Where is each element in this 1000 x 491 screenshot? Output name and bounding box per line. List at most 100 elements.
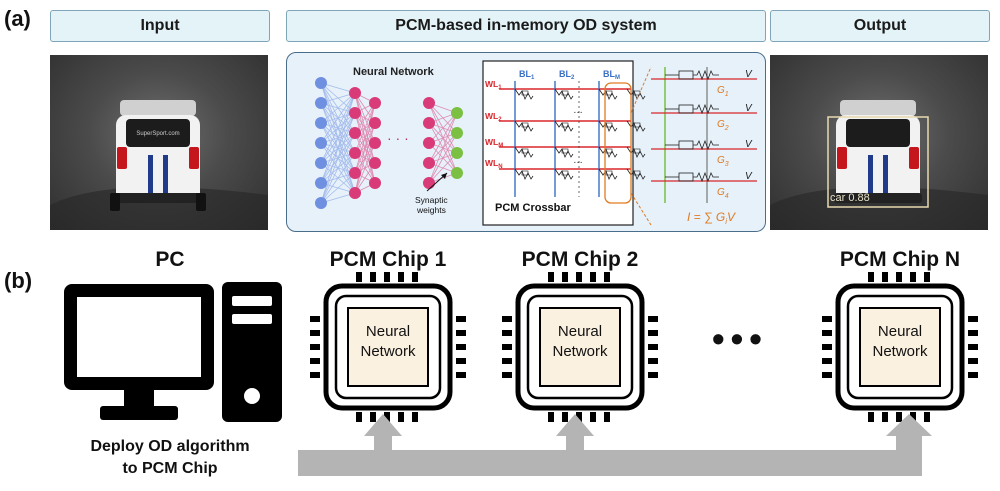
chip-1-text: Neural Network (348, 322, 428, 362)
chip-pin (648, 330, 658, 336)
chip-pin (648, 372, 658, 378)
pcm-cell (598, 146, 618, 158)
detection-bounding-box (827, 116, 929, 208)
conductance-label: G2 (717, 119, 729, 132)
nn-title: Neural Network (353, 66, 435, 78)
conductance-label: G3 (717, 155, 729, 168)
chip-pin (356, 412, 362, 422)
pcm-cell (514, 146, 534, 158)
chip-pin (822, 358, 832, 364)
chip-pin (502, 344, 512, 350)
wordline-label-n: WLN (485, 158, 503, 170)
voltage-label: V (745, 139, 753, 150)
chip-pin (576, 412, 582, 422)
neuron-node (423, 137, 435, 149)
chip-pin (502, 372, 512, 378)
nn-edge (428, 132, 458, 184)
input-header: Input (50, 10, 270, 42)
nn-edge (320, 92, 356, 144)
neuron-node (423, 97, 435, 109)
chip-pin (822, 316, 832, 322)
car-icon: SuperSport.com (110, 100, 206, 211)
wordline-label-1: WL1 (485, 79, 502, 91)
chip-pin (356, 272, 362, 282)
chip-pin (648, 358, 658, 364)
conductance-label: G4 (717, 187, 729, 200)
chip-n-text: Neural Network (860, 322, 940, 362)
neuron-node (315, 177, 327, 189)
zoom-resistor (693, 103, 719, 115)
output-image: car 0.88 (770, 55, 988, 230)
chip-pin (648, 316, 658, 322)
chip-pin (398, 272, 404, 282)
neuron-node (423, 117, 435, 129)
bitline-label-1: BL1 (519, 69, 535, 81)
synaptic-label-2: weights (416, 205, 446, 215)
chip-pin (924, 272, 930, 282)
panel-b-label: (b) (4, 268, 33, 293)
chip-pin (590, 272, 596, 282)
svg-text:· · ·: · · · (387, 130, 409, 146)
neuron-node (315, 117, 327, 129)
pcm-cell (598, 168, 618, 180)
nn-edge (320, 92, 356, 164)
chip-pin (502, 358, 512, 364)
pcm-cell (598, 88, 618, 100)
chip-2-title: PCM Chip 2 (521, 248, 639, 271)
pcm-cell (514, 88, 534, 100)
current-formula: I = ∑ GiV (687, 210, 736, 226)
deploy-caption-line2: to PCM Chip (122, 460, 218, 477)
chip-pin (548, 412, 554, 422)
neuron-node (315, 137, 327, 149)
chip-pin (562, 272, 568, 282)
pc-computer-icon (64, 282, 282, 422)
neuron-node (349, 167, 361, 179)
chip-pin (412, 412, 418, 422)
chip-pin (604, 412, 610, 422)
chip-pin (384, 272, 390, 282)
chip-pin (924, 412, 930, 422)
chip-pin (456, 316, 466, 322)
chip-pin (868, 412, 874, 422)
nn-edge (354, 142, 376, 194)
pcm-cell (554, 168, 574, 180)
neuron-node (369, 97, 381, 109)
chip-1-line1: Neural (365, 323, 411, 340)
chip-pin (968, 316, 978, 322)
nn-edge (320, 132, 356, 204)
neuron-node (349, 87, 361, 99)
pcm-cell (514, 120, 534, 132)
conductance-label: G1 (717, 85, 729, 98)
neuron-node (315, 157, 327, 169)
chip-2: Neural Network (496, 272, 664, 422)
deploy-caption-line1: Deploy OD algorithm (90, 438, 250, 455)
neuron-node (451, 127, 463, 139)
zoom-resistor (693, 69, 719, 81)
chip-pin (868, 272, 874, 282)
neuron-node (369, 117, 381, 129)
synaptic-label-1: Synaptic (415, 195, 448, 205)
chip-1-line2: Network (360, 343, 416, 360)
nn-edge (354, 122, 376, 194)
pcm-cell (554, 88, 574, 100)
chip-pin (310, 330, 320, 336)
chip-pin (502, 316, 512, 322)
svg-text:SuperSport.com: SuperSport.com (136, 131, 179, 137)
chip-2-text: Neural Network (540, 322, 620, 362)
zoom-resistor (693, 139, 719, 151)
chip-pin (896, 272, 902, 282)
chip-n-title: PCM Chip N (839, 248, 961, 271)
nn-edge (428, 152, 458, 184)
chip-pin (968, 344, 978, 350)
highlighted-column (604, 82, 632, 204)
chip-pin (648, 344, 658, 350)
nn-edge (320, 112, 356, 204)
chip-pin (456, 330, 466, 336)
chip-pin (310, 344, 320, 350)
nn-edge (354, 102, 376, 134)
chip-pin (822, 372, 832, 378)
chip-pin (604, 272, 610, 282)
nn-nodes (315, 77, 463, 209)
chip-1-title: PCM Chip 1 (329, 248, 447, 271)
